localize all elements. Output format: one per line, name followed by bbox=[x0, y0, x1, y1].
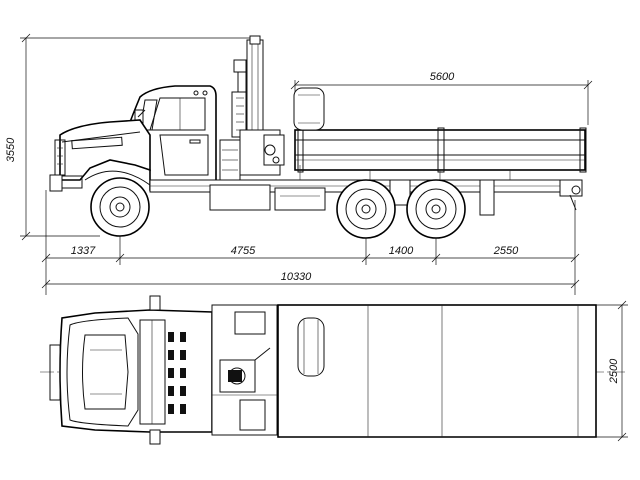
cargo-length-dimension: 5600 bbox=[290, 71, 593, 125]
crane bbox=[219, 35, 285, 181]
wheelbase-label: 4755 bbox=[231, 245, 256, 257]
height-dimension: 3550 bbox=[5, 33, 250, 241]
spare-wheel bbox=[293, 87, 325, 131]
rear-wheel-2 bbox=[406, 179, 466, 239]
cab-top bbox=[49, 295, 213, 445]
top-view: 2500 bbox=[40, 295, 628, 445]
rear-overhang-label: 2550 bbox=[493, 245, 519, 257]
rear-axle-spacing-label: 1400 bbox=[389, 245, 414, 257]
front-overhang-label: 1337 bbox=[71, 245, 96, 257]
width-dimension: 2500 bbox=[596, 300, 628, 442]
crane-top bbox=[211, 304, 278, 436]
front-wheel bbox=[90, 177, 150, 237]
rear-wheel-1 bbox=[336, 179, 396, 239]
side-view: 3550 5600 bbox=[5, 33, 593, 295]
overall-length-label: 10330 bbox=[281, 271, 312, 283]
height-dimension-label: 3550 bbox=[5, 137, 17, 162]
cargo-body-top bbox=[277, 304, 597, 438]
length-dimensions: 1337 4755 1400 2550 10330 bbox=[41, 190, 580, 295]
hood-front bbox=[49, 119, 151, 192]
width-dimension-label: 2500 bbox=[608, 358, 620, 384]
cargo-length-label: 5600 bbox=[430, 71, 455, 83]
cargo-body bbox=[294, 127, 587, 180]
